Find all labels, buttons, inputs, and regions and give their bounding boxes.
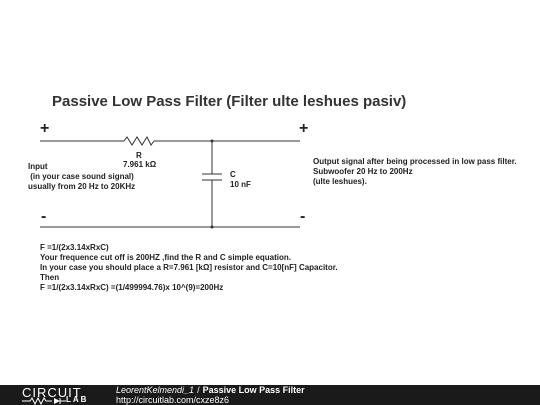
output-plus-terminal: + (299, 120, 309, 137)
capacitor-name: C (230, 170, 236, 179)
input-plus-terminal: + (40, 120, 50, 137)
output-description-line: Subwoofer 20 Hz to 200Hz (313, 167, 413, 176)
junction-bottom (210, 225, 214, 229)
circuit-logo-icon (22, 397, 66, 405)
output-description: Output signal after being processed in l… (313, 157, 517, 187)
input-description-line: usually from 20 Hz to 20KHz (28, 182, 136, 191)
circuitlab-logo-lab: LAB (66, 395, 89, 404)
output-description-line: (ulte leshues). (313, 177, 367, 186)
footer-bar: CIRCUIT LAB LeorentKelmendi_1/Passive Lo… (0, 385, 540, 405)
junction-top (210, 139, 214, 143)
output-minus-terminal: - (300, 208, 306, 225)
resistor-value: 7.961 kΩ (123, 160, 157, 169)
footer-separator: / (197, 385, 200, 395)
equation-line: Your frequence cut off is 200HZ ,find th… (40, 253, 291, 262)
equation-line: In your case you should place a R=7.961 … (40, 263, 338, 272)
input-description-line: Input (28, 162, 48, 171)
resistor-symbol (123, 135, 155, 146)
project-url-link[interactable]: http://circuitlab.com/cxze8z6 (116, 395, 230, 405)
capacitor-value: 10 nF (230, 180, 251, 189)
circuit-schematic (40, 135, 300, 229)
equation-line: Then (40, 273, 60, 282)
footer-attribution: LeorentKelmendi_1/Passive Low Pass Filte… (116, 385, 305, 395)
project-title: Passive Low Pass Filter (202, 385, 305, 395)
input-description: Input (in your case sound signal) usuall… (28, 162, 135, 192)
equation-notes: F =1/(2x3.14xRxC) Your frequence cut off… (40, 243, 338, 293)
input-description-line: (in your case sound signal) (28, 172, 134, 181)
resistor-name: R (136, 151, 142, 160)
equation-line: F =1/(2x3.14xRxC) (40, 243, 109, 252)
author-link[interactable]: LeorentKelmendi_1 (116, 385, 195, 395)
page-title: Passive Low Pass Filter (Filter ulte les… (52, 93, 407, 110)
circuitlab-logo-text[interactable]: CIRCUIT (22, 385, 82, 400)
output-description-line: Output signal after being processed in l… (313, 157, 517, 166)
equation-line: F =1/(2x3.14xRxC) =(1/499994.76)x 10^(9)… (40, 283, 224, 292)
input-minus-terminal: - (41, 208, 47, 225)
